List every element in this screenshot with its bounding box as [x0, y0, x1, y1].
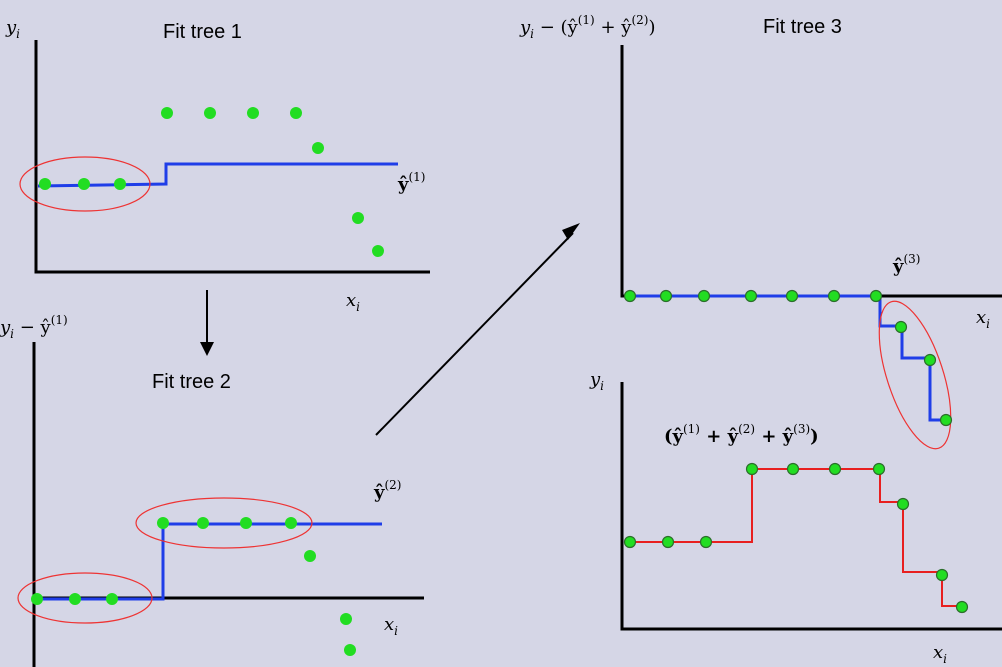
tree2-highlight-ellipse-right	[135, 497, 313, 549]
tree1-y-label: yi	[5, 17, 20, 41]
data-point	[935, 568, 949, 582]
data-point	[923, 353, 937, 367]
tree2-prediction-step	[34, 522, 382, 601]
tree2-x-label: xi	[384, 614, 398, 638]
data-point	[828, 462, 842, 476]
combined-y-label: yi	[589, 369, 604, 393]
data-point	[745, 462, 759, 476]
data-point	[290, 107, 302, 119]
data-point	[372, 245, 384, 257]
combined-prediction-step	[630, 468, 962, 607]
tree3-axes	[620, 45, 1002, 298]
tree2-highlight-ellipse-left	[17, 572, 153, 624]
data-point	[157, 517, 169, 529]
data-point	[304, 550, 316, 562]
data-point	[197, 517, 209, 529]
data-point	[744, 289, 758, 303]
combined-axes	[620, 382, 1002, 631]
data-point	[161, 107, 173, 119]
data-point	[623, 535, 637, 549]
data-point	[31, 593, 43, 605]
tree1-highlight-ellipse	[19, 156, 151, 212]
arrow-diagonal	[375, 223, 580, 436]
data-point	[352, 212, 364, 224]
data-point	[204, 107, 216, 119]
data-point	[659, 289, 673, 303]
panel-tree1: yi Fit tree 1 xi ŷ(1)	[5, 17, 430, 314]
combined-sum-label: (ŷ(1) + ŷ(2) + ŷ(3))	[664, 422, 819, 447]
data-point	[697, 289, 711, 303]
data-point	[955, 600, 969, 614]
data-point	[896, 497, 910, 511]
tree3-y-label: yi − (ŷ(1) + ŷ(2))	[519, 13, 655, 41]
data-point	[785, 289, 799, 303]
tree3-x-label: xi	[976, 307, 990, 331]
data-point	[786, 462, 800, 476]
data-point	[247, 107, 259, 119]
tree3-title: Fit tree 3	[763, 16, 842, 38]
data-point	[872, 462, 886, 476]
combined-points	[623, 462, 969, 614]
data-point	[344, 644, 356, 656]
data-point	[106, 593, 118, 605]
data-point	[623, 289, 637, 303]
tree1-prediction-step	[37, 162, 398, 188]
tree1-title: Fit tree 1	[163, 21, 242, 43]
data-point	[894, 320, 908, 334]
tree3-points	[623, 289, 953, 427]
tree1-prediction-label: ŷ(1)	[397, 170, 425, 195]
tree1-axes	[34, 40, 430, 274]
panel-combined: yi xi (ŷ(1) + ŷ(2) + ŷ(3))	[589, 369, 1002, 666]
data-point	[285, 517, 297, 529]
panel-tree2: yi − ŷ(1) Fit tree 2 xi ŷ(2)	[0, 313, 424, 667]
tree1-x-label: xi	[346, 290, 360, 314]
tree2-title: Fit tree 2	[152, 371, 231, 393]
data-point	[939, 413, 953, 427]
data-point	[39, 178, 51, 190]
tree3-highlight-ellipse	[878, 300, 952, 450]
panel-tree3: yi − (ŷ(1) + ŷ(2)) Fit tree 3 xi ŷ(3)	[519, 13, 1002, 450]
data-point	[78, 178, 90, 190]
tree2-points	[31, 517, 356, 656]
arrow-down	[200, 290, 214, 356]
data-point	[699, 535, 713, 549]
tree1-points	[39, 107, 384, 257]
data-point	[340, 613, 352, 625]
data-point	[240, 517, 252, 529]
tree2-prediction-label: ŷ(2)	[373, 478, 401, 503]
combined-x-label: xi	[933, 642, 947, 666]
data-point	[869, 289, 883, 303]
tree3-prediction-label: ŷ(3)	[892, 252, 920, 277]
data-point	[661, 535, 675, 549]
data-point	[312, 142, 324, 154]
tree2-y-label: yi − ŷ(1)	[0, 313, 68, 341]
data-point	[69, 593, 81, 605]
data-point	[114, 178, 126, 190]
tree3-prediction-step	[624, 294, 948, 422]
data-point	[827, 289, 841, 303]
